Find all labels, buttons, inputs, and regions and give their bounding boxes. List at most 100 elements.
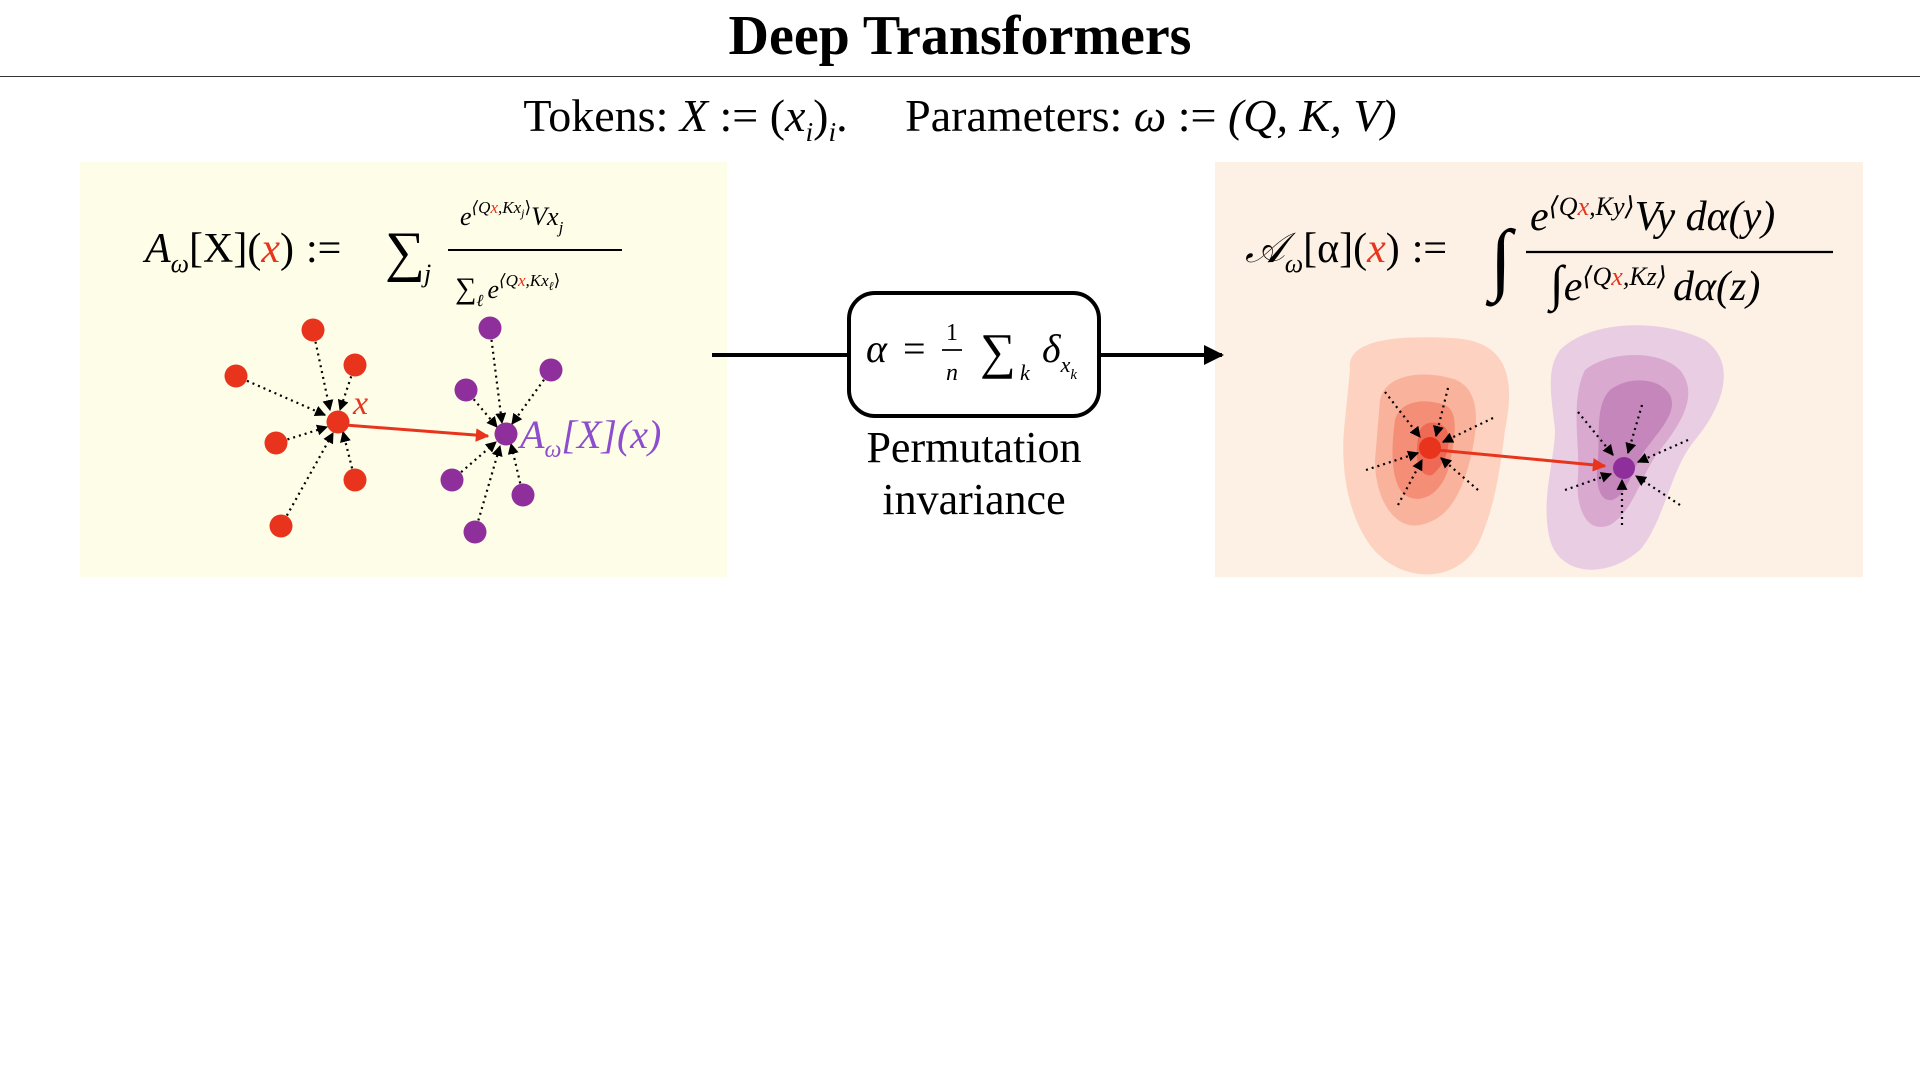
params-tuple: (Q, K, V)	[1227, 90, 1397, 141]
edge	[465, 389, 498, 428]
lf-assign: :=	[306, 226, 341, 272]
token-point	[511, 483, 535, 507]
edge	[451, 441, 497, 481]
token-point	[301, 318, 325, 342]
lf-den-index: ℓ	[476, 291, 483, 310]
edge	[1625, 404, 1644, 455]
rf-den-x: x	[1610, 262, 1623, 291]
svg-text:Aω[X](x):=: Aω[X](x):=	[142, 226, 341, 278]
center-sum-index: k	[1020, 360, 1031, 385]
edge	[1635, 475, 1681, 506]
svg-text:𝒜ω[α](x):=: 𝒜ω[α](x):=	[1245, 226, 1447, 278]
svg-text:e⟨Qx,Ky⟩Vy dα(y): e⟨Qx,Ky⟩Vy dα(y)	[1530, 192, 1775, 240]
rf-den-integral: ∫	[1547, 255, 1567, 314]
tokens-outer-i: i	[828, 116, 837, 148]
attention-map-arrow	[344, 423, 490, 442]
rf-integral: ∫	[1485, 215, 1517, 307]
params-omega: ω	[1133, 90, 1167, 141]
rf-x: x	[1366, 226, 1386, 272]
lf-den-e: e	[487, 275, 499, 304]
rf-sub-omega: ω	[1285, 249, 1303, 278]
params-label: Parameters:	[905, 90, 1123, 141]
lf-num-V-sub: j	[557, 218, 564, 237]
token-point	[539, 358, 563, 382]
output-point	[494, 422, 518, 446]
query-point-x	[326, 410, 350, 434]
tokens-sub-i: i	[805, 116, 814, 148]
alpha: α	[866, 326, 888, 371]
lf-x: x	[260, 226, 280, 272]
lf-num-e: e	[460, 202, 472, 231]
edge	[473, 444, 503, 533]
delta-subsub: k	[1070, 367, 1077, 383]
density-diagram	[1343, 325, 1724, 575]
out-sub: ω	[544, 437, 561, 463]
tokens-open: (	[769, 90, 786, 141]
tokens-X: X	[679, 90, 708, 141]
lf-sum: ∑	[385, 221, 425, 283]
params-assign: :=	[1177, 90, 1217, 141]
edge	[511, 369, 552, 425]
empirical-measure-box	[847, 291, 1101, 418]
edge	[1397, 459, 1423, 506]
permutation-invariance-link: α = 1 n ∑ k δxk Permutation invariance	[712, 291, 1224, 524]
rf-num-rest: Vy dα(y)	[1635, 194, 1776, 240]
token-point	[343, 353, 367, 377]
token-point	[440, 468, 464, 492]
tokens-close: )	[813, 90, 829, 141]
frac-den: n	[946, 360, 958, 386]
rf-den-rest: dα(z)	[1673, 264, 1760, 310]
edge	[507, 442, 525, 496]
token-point	[343, 468, 367, 492]
lf-den-x: x	[517, 271, 526, 290]
lf-sum-index: j	[421, 259, 431, 288]
out-A: A	[517, 412, 545, 457]
svg-text:Aω[X](x): Aω[X](x)	[517, 412, 661, 463]
delta: δ	[1042, 326, 1062, 371]
lf-num-sub-j: j	[519, 206, 525, 220]
center-sum: ∑	[980, 323, 1016, 379]
tokens-label: Tokens:	[523, 90, 669, 141]
lf-den-open: ⟨Q	[499, 271, 518, 290]
edge	[280, 432, 334, 527]
eq: =	[903, 326, 926, 371]
token-point	[478, 316, 502, 340]
edge	[1433, 387, 1450, 438]
rf-close: )	[1386, 226, 1400, 272]
lf-sub-omega: ω	[171, 249, 189, 278]
measure-attention-panel	[1215, 162, 1863, 577]
token-point	[454, 378, 478, 402]
edge	[235, 374, 327, 417]
rf-num-close: ,Ky⟩	[1589, 192, 1635, 221]
discrete-attention-panel	[80, 162, 727, 577]
lf-den-mid: ,Kx	[526, 271, 550, 290]
x-label: x	[352, 385, 368, 422]
output-point	[1613, 457, 1635, 479]
rf-den-e: e	[1564, 264, 1583, 310]
query-point-x	[1419, 437, 1441, 459]
caption-line1: Permutation	[866, 423, 1081, 472]
edge	[340, 430, 357, 481]
lf-num-V: Vx	[531, 202, 559, 231]
frac-num: 1	[946, 320, 958, 346]
lf-bracket: [X](	[189, 226, 261, 272]
lf-A: A	[142, 226, 171, 272]
lf-den-sub: ℓ	[549, 279, 554, 293]
edge	[311, 329, 334, 412]
edge	[1564, 472, 1613, 492]
subtitle: Tokens: X := (xi)i. Parameters: ω := (Q,…	[0, 90, 1920, 158]
delta-sub: x	[1060, 352, 1071, 377]
rf-assign: :=	[1412, 226, 1447, 272]
tokens-x: x	[785, 90, 806, 141]
edge	[488, 327, 507, 425]
tokens-end: .	[836, 90, 848, 141]
attention-map-arrow	[1436, 448, 1607, 472]
token-point	[264, 431, 288, 455]
rf-bracket: [α](	[1303, 226, 1367, 272]
title-divider	[0, 76, 1920, 77]
lf-num-x: x	[489, 198, 498, 217]
lf-den-close: ⟩	[554, 271, 561, 290]
edge	[1440, 457, 1479, 491]
